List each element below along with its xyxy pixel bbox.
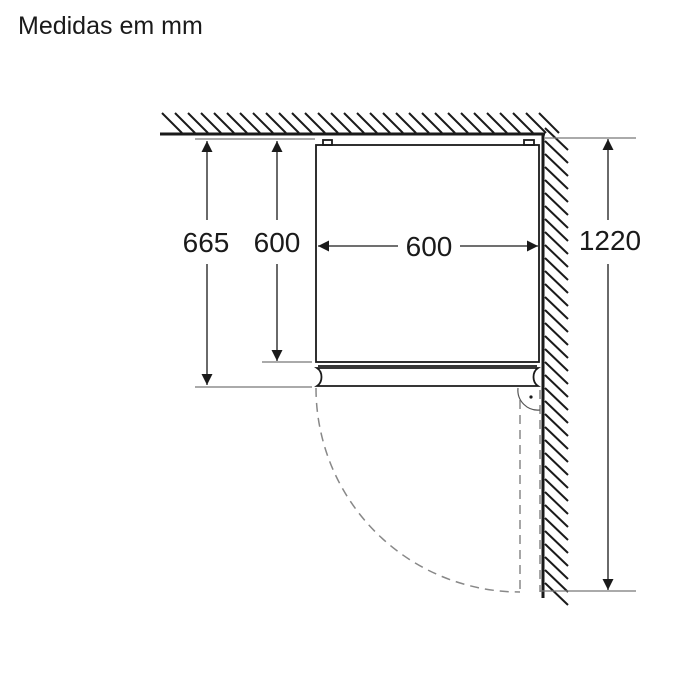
hatch-line [544, 192, 569, 216]
hatch-line [544, 283, 569, 307]
hatch-line [278, 112, 300, 134]
right-wall [541, 127, 569, 606]
appliance-body [315, 139, 540, 363]
hatch-line [544, 426, 569, 450]
hatch-line [408, 112, 430, 134]
hatch-line [544, 244, 569, 268]
hatch-line [544, 309, 569, 333]
hatch-line [544, 218, 569, 242]
hatch-line [343, 112, 365, 134]
hatch-line [544, 504, 569, 528]
hatch-line [226, 112, 248, 134]
hatch-line [544, 127, 569, 151]
hatch-line [544, 335, 569, 359]
door-swing-path [315, 387, 541, 593]
hatch-line [239, 112, 261, 134]
dimension-label-1220: 1220 [579, 225, 641, 256]
hatch-line [460, 112, 482, 134]
hatch-line [544, 205, 569, 229]
hatch-line [486, 112, 508, 134]
hatch-line [544, 231, 569, 255]
hatch-line [304, 112, 326, 134]
hatch-line [544, 491, 569, 515]
hatch-line [356, 112, 378, 134]
hatch-line [544, 153, 569, 177]
hatch-line [544, 517, 569, 541]
hatch-line [544, 322, 569, 346]
hatch-line [317, 112, 339, 134]
hatch-line [544, 413, 569, 437]
appliance-door [314, 365, 541, 387]
hatch-line [544, 374, 569, 398]
hatch-line [544, 556, 569, 580]
hatch-line [544, 465, 569, 489]
hatch-line [473, 112, 495, 134]
dimension-label-600-width: 600 [406, 231, 453, 262]
hatch-line [544, 400, 569, 424]
dimension-label-600-depth: 600 [254, 227, 301, 258]
hatch-line [544, 569, 569, 593]
right-angle-mark [517, 387, 541, 411]
hatch-line [161, 112, 183, 134]
hatch-line [291, 112, 313, 134]
hatch-line [544, 257, 569, 281]
hatch-line [369, 112, 391, 134]
hatch-line [544, 348, 569, 372]
hatch-line [174, 112, 196, 134]
hatch-line [544, 270, 569, 294]
hatch-line [421, 112, 443, 134]
hatch-line [213, 112, 235, 134]
hatch-line [538, 112, 560, 134]
hatch-line [544, 439, 569, 463]
hatch-line [544, 478, 569, 502]
hatch-line [382, 112, 404, 134]
hatch-line [499, 112, 521, 134]
hatch-line [544, 582, 569, 606]
top-wall [160, 112, 560, 136]
diagram-title: Medidas em mm [18, 12, 203, 40]
hatch-line [544, 530, 569, 554]
hatch-line [330, 112, 352, 134]
hatch-line [544, 543, 569, 567]
hatch-line [544, 296, 569, 320]
hatch-line [544, 361, 569, 385]
hatch-line [512, 112, 534, 134]
hatch-line [187, 112, 209, 134]
hatch-line [544, 179, 569, 203]
hatch-line [265, 112, 287, 134]
hatch-line [447, 112, 469, 134]
hatch-line [525, 112, 547, 134]
hatch-line [395, 112, 417, 134]
hatch-line [544, 452, 569, 476]
extension-lines [195, 137, 636, 592]
hatch-line [200, 112, 222, 134]
hatch-line [252, 112, 274, 134]
dimension-label-665: 665 [183, 227, 230, 258]
hatch-line [544, 387, 569, 411]
hatch-line [544, 140, 569, 164]
hatch-line [544, 166, 569, 190]
hatch-line [434, 112, 456, 134]
